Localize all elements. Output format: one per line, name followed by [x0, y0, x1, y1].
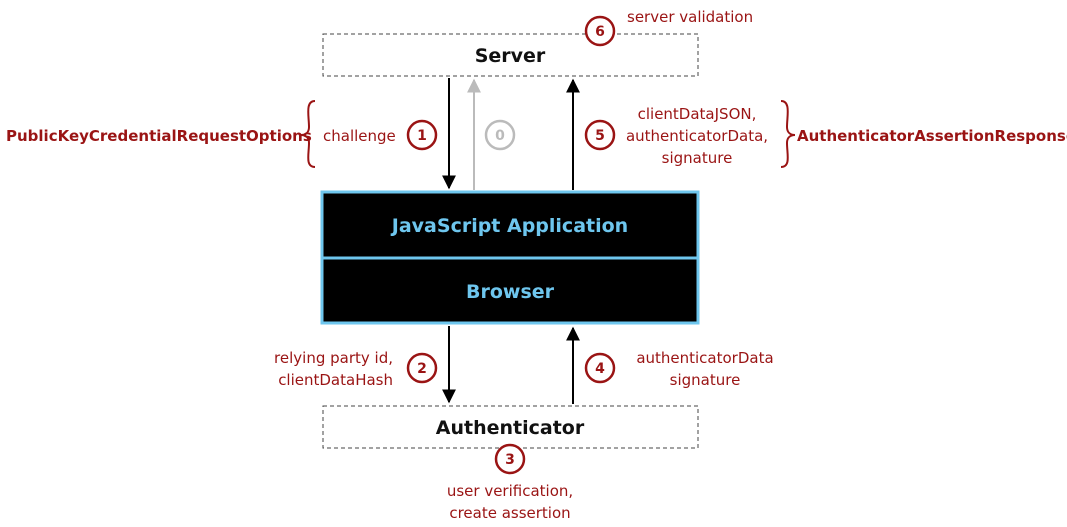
step3-label-line2: create assertion: [449, 504, 570, 522]
step-6-badge: 6: [584, 15, 616, 47]
step-1-number: 1: [417, 128, 427, 144]
step-1-badge: 1: [406, 119, 438, 151]
app-title: JavaScript Application: [390, 215, 628, 237]
step-0-number: 0: [495, 128, 505, 144]
server-title: Server: [475, 45, 546, 67]
browser-title: Browser: [466, 281, 555, 303]
step5-label-line1: clientDataJSON,: [638, 105, 757, 123]
step-5-badge: 5: [584, 119, 616, 151]
step4-label-line1: authenticatorData: [636, 349, 773, 367]
step-0-badge: 0: [484, 119, 516, 151]
step3-label-line1: user verification,: [447, 482, 573, 500]
step-4-number: 4: [595, 361, 605, 377]
step2-label-line2: clientDataHash: [278, 371, 393, 389]
step-2-number: 2: [417, 361, 427, 377]
assertion-response-label: AuthenticatorAssertionResponse: [797, 127, 1067, 145]
step5-label-line3: signature: [662, 149, 733, 167]
right-brace: [780, 100, 796, 168]
step4-label-line2: signature: [670, 371, 741, 389]
challenge-label: challenge: [323, 127, 396, 145]
step5-label-line2: authenticatorData,: [626, 127, 768, 145]
app-browser-box: JavaScript Application Browser: [320, 190, 700, 325]
step-6-number: 6: [595, 24, 605, 40]
step-3-number: 3: [505, 452, 515, 468]
step-5-number: 5: [595, 128, 605, 144]
step-3-badge: 3: [494, 443, 526, 475]
step-2-badge: 2: [406, 352, 438, 384]
left-brace: [300, 100, 316, 168]
step-4-badge: 4: [584, 352, 616, 384]
server-validation-label: server validation: [627, 8, 753, 26]
server-box: Server: [322, 33, 699, 77]
authenticator-title: Authenticator: [436, 417, 585, 439]
step2-label-line1: relying party id,: [274, 349, 393, 367]
request-options-label: PublicKeyCredentialRequestOptions: [6, 127, 312, 145]
authenticator-box: Authenticator: [322, 405, 699, 449]
